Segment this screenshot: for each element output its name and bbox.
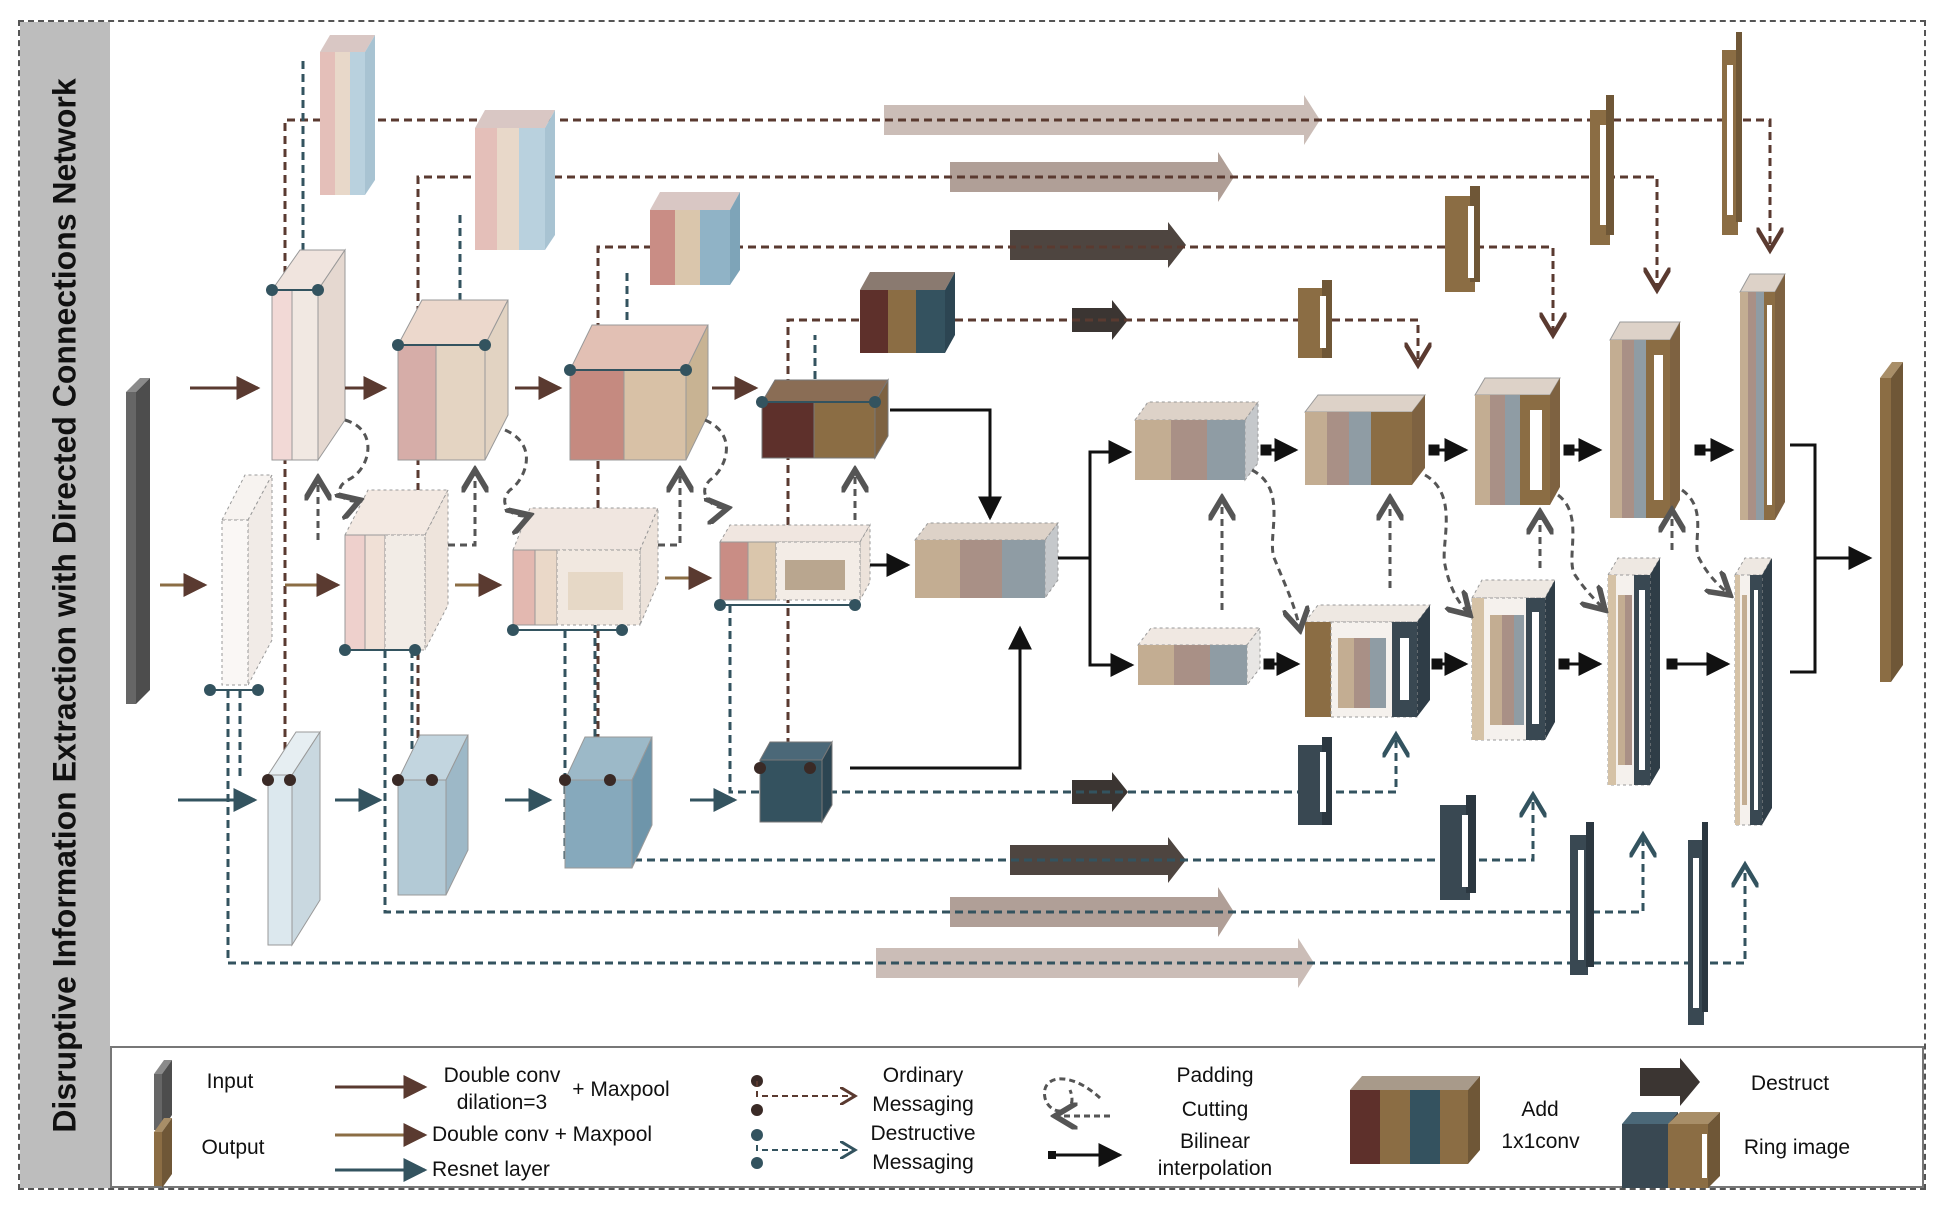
decoder-lower-4 <box>1607 557 1661 786</box>
legend-double-conv-dilation-l1: Double conv <box>443 1064 561 1087</box>
resnet-block-4 <box>759 740 833 824</box>
resnet-block-2 <box>397 734 469 896</box>
dot-links <box>210 289 875 691</box>
decoder-upper-5 <box>1739 273 1786 520</box>
resnet-dots <box>262 762 816 786</box>
decoder-lower-3 <box>1471 579 1556 741</box>
legend-add-l2: 1x1conv <box>1501 1130 1580 1153</box>
legend-destructive-l2: Messaging <box>872 1151 974 1174</box>
resnet-block-1 <box>267 730 321 947</box>
flow-arrows <box>850 408 1873 770</box>
legend-input-label: Input <box>206 1070 254 1093</box>
decoder-upper-4 <box>1609 321 1681 518</box>
legend <box>110 1046 1924 1188</box>
skip-feature-stack-1 <box>320 35 375 195</box>
encoder-block-1-disrupted <box>221 474 273 686</box>
encoder-block-3 <box>569 324 709 461</box>
ring-images-lower <box>1298 737 1708 1025</box>
ordinary-messaging-lines <box>283 118 1770 780</box>
padding-cutting-arrows <box>318 418 1730 630</box>
legend-bilinear-l2: interpolation <box>1157 1157 1273 1180</box>
decoder-lower-2 <box>1303 604 1432 718</box>
diagram-frame <box>18 20 1926 1190</box>
legend-ring-image: Ring image <box>1743 1136 1851 1159</box>
input-slab <box>126 378 150 704</box>
resnet-block-3 <box>564 736 653 869</box>
encoder-block-2 <box>397 299 509 461</box>
decoder-lower-5 <box>1734 557 1773 826</box>
legend-destruct: Destruct <box>1750 1072 1830 1095</box>
decoder-lower-1 <box>1136 626 1262 687</box>
legend-ordinary-l2: Messaging <box>872 1093 974 1116</box>
stage-arrows <box>160 376 759 812</box>
encoder-block-2-disrupted <box>344 489 449 651</box>
legend-add-l1: Add <box>1521 1098 1559 1121</box>
bilinear-arrows <box>1260 438 1735 676</box>
legend-resnet-layer: Resnet layer <box>432 1158 550 1181</box>
destructive-messaging-lines <box>226 60 1745 965</box>
legend-output-label: Output <box>201 1136 265 1159</box>
output-slab <box>1880 362 1903 682</box>
destruct-arrows <box>876 95 1320 988</box>
encoder-block-3-disrupted <box>512 507 659 626</box>
skip-feature-stack-3 <box>650 192 740 285</box>
decoder-upper-3 <box>1474 377 1561 505</box>
legend-plus-maxpool: + Maxpool <box>572 1078 670 1101</box>
legend-padding: Padding <box>1176 1064 1254 1087</box>
legend-double-conv-dilation-l2: dilation=3 <box>456 1091 548 1114</box>
skip-feature-stack-4 <box>860 272 955 353</box>
title-sidebar <box>20 22 110 1188</box>
encoder-block-1 <box>271 248 346 462</box>
legend-bilinear-l1: Bilinear <box>1179 1130 1251 1153</box>
ring-images-upper <box>1298 32 1742 358</box>
fusion-block <box>913 521 1060 600</box>
decoder-upper-1 <box>1134 400 1259 482</box>
encoder-block-4-disrupted <box>719 523 871 602</box>
legend-ordinary-l1: Ordinary <box>882 1064 964 1087</box>
encoder-block-4 <box>761 378 889 460</box>
skip-feature-stack-2 <box>475 110 555 250</box>
legend-double-conv-maxpool: Double conv + Maxpool <box>432 1123 653 1146</box>
decoder-upper-2 <box>1303 394 1427 485</box>
legend-destructive-l1: Destructive <box>870 1122 976 1145</box>
legend-cutting: Cutting <box>1181 1098 1249 1121</box>
